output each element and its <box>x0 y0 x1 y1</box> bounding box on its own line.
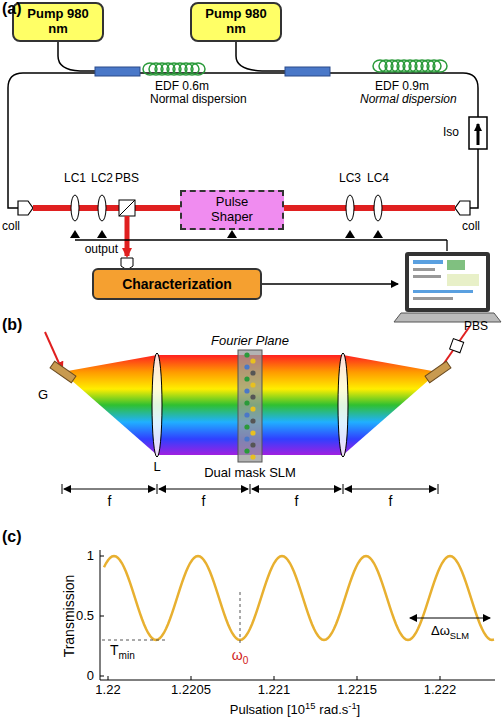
label-text: ] <box>357 702 361 717</box>
pump-box: Pump 980 nm <box>190 2 282 42</box>
label-text: PBS <box>115 172 139 185</box>
label-text: Δω <box>431 623 450 638</box>
node-text: Characterization <box>122 276 232 292</box>
label-text: f <box>295 494 299 509</box>
label-text: 0.5 <box>76 609 94 623</box>
label-group: Tmin <box>110 643 135 661</box>
label-text: min <box>119 650 135 661</box>
label-text: output <box>85 243 118 256</box>
label-text: LC3 <box>339 172 361 185</box>
label-text: (a) <box>2 0 22 18</box>
label-text: rad.s <box>319 702 348 717</box>
label-text: Dual mask SLM <box>204 466 296 480</box>
label-text: 1 <box>87 549 94 563</box>
pump-box: Pump 980 nm <box>12 2 104 42</box>
label-text: coll <box>462 220 480 233</box>
label-group: ω0 <box>232 648 249 666</box>
label-group: ΔωSLM <box>431 624 469 641</box>
label-text: LC1 <box>64 172 86 185</box>
label-text: Fourier Plane <box>211 334 289 348</box>
label-text: EDF 0.9m <box>375 80 429 93</box>
label-text: Iso <box>443 126 459 139</box>
label-text: 1.2205 <box>171 683 211 697</box>
characterization-box: Characterization <box>92 268 262 300</box>
label-text: G <box>38 388 48 402</box>
label-text: -1 <box>348 701 356 711</box>
label-text: Normal dispersion <box>150 93 247 106</box>
label-text: f <box>108 494 112 509</box>
label-text: 0 <box>243 655 249 666</box>
label-text: 1.222 <box>424 683 457 697</box>
label-text: f <box>389 494 393 509</box>
label-text: 15 <box>305 701 315 711</box>
label-text: T <box>110 642 119 658</box>
label-text: ω <box>232 647 243 663</box>
label-text: PBS <box>464 320 488 333</box>
label-text: 1.22 <box>95 683 120 697</box>
label-text: SLM <box>450 631 469 641</box>
label-text: EDF 0.6m <box>155 80 209 93</box>
label-text: Transmission <box>62 575 77 658</box>
label-text: LC4 <box>367 172 389 185</box>
node-text: Pump 980 nm <box>201 7 271 37</box>
label-text: (c) <box>2 528 22 546</box>
label-text: (b) <box>2 316 22 334</box>
label-text: 1.2215 <box>337 683 377 697</box>
node-text: Pulse Shaper <box>201 195 263 225</box>
label-text: Pulsation [10 <box>230 702 305 717</box>
label-group: Pulsation [1015 rad.s-1] <box>230 701 360 718</box>
label-text: LC2 <box>91 172 113 185</box>
node-text: Pump 980 nm <box>23 7 93 37</box>
label-text: f <box>202 494 206 509</box>
label-text: 1.221 <box>258 683 291 697</box>
label-text: 0 <box>87 669 94 683</box>
label-text: L <box>153 460 160 474</box>
label-text: Normal dispersion <box>360 93 457 106</box>
label-text: coll <box>2 220 20 233</box>
pulse-shaper-box: Pulse Shaper <box>180 190 284 230</box>
